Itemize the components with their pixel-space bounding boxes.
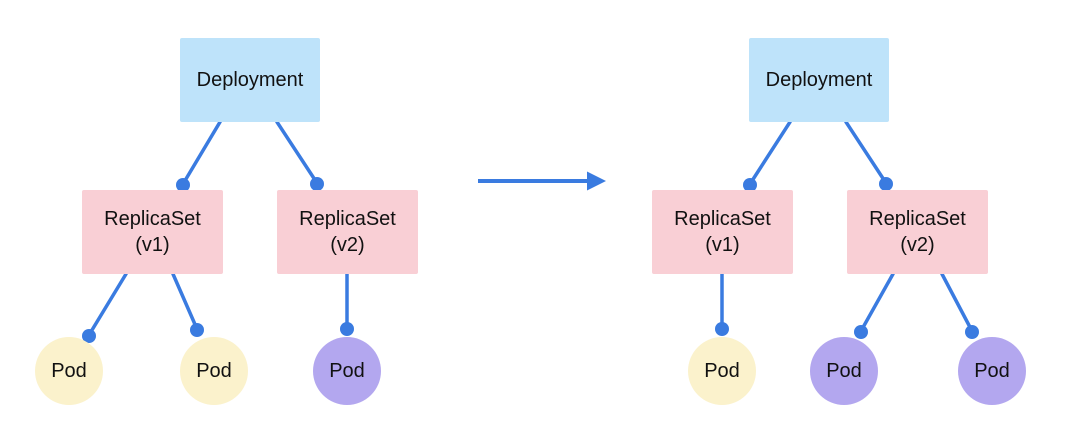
edge-left-rs1-pod1 <box>87 272 128 337</box>
edge-dot-right-pod2 <box>854 325 868 339</box>
right-pod-1-label: Pod <box>704 359 740 382</box>
left-pod-3-label: Pod <box>329 359 365 382</box>
left-deployment-label: Deployment <box>196 69 304 91</box>
left-pod-2-node: Pod <box>180 337 248 405</box>
left-pod-1-node: Pod <box>35 337 103 405</box>
left-replicaset-v2-label: ReplicaSet <box>299 208 396 230</box>
edge-dot-right-pod3 <box>965 325 979 339</box>
edge-dot-right-pod1 <box>715 322 729 336</box>
edge-dot-right-rs2 <box>879 177 893 191</box>
right-replicaset-v1-label: ReplicaSet <box>674 208 771 230</box>
right-replicaset-v2-label: ReplicaSet <box>869 208 966 230</box>
right-pod-2-label: Pod <box>826 359 862 382</box>
right-deployment-label: Deployment <box>765 69 873 91</box>
right-pod-2-node: Pod <box>810 337 878 405</box>
left-replicaset-v2-version: (v2) <box>330 234 365 256</box>
edge-dot-left-rs2 <box>310 177 324 191</box>
transition-arrow-head <box>587 171 606 191</box>
right-replicaset-v1-node: ReplicaSet (v1) <box>652 190 793 274</box>
left-replicaset-v2-node: ReplicaSet (v2) <box>277 190 418 274</box>
edge-dot-left-pod2 <box>190 323 204 337</box>
right-pod-3-node: Pod <box>958 337 1026 405</box>
edge-right-deployment-rs1 <box>748 120 792 186</box>
left-replicaset-v1-label: ReplicaSet <box>104 208 201 230</box>
left-deployment-node: Deployment <box>180 38 320 122</box>
edge-left-deployment-rs2 <box>275 120 319 185</box>
left-pod-1-label: Pod <box>51 359 87 382</box>
edge-right-rs2-pod3 <box>940 272 974 333</box>
right-pod-3-label: Pod <box>974 359 1010 382</box>
right-replicaset-v2-node: ReplicaSet (v2) <box>847 190 988 274</box>
right-replicaset-v2-version: (v2) <box>900 234 935 256</box>
edge-right-deployment-rs2 <box>844 120 888 185</box>
right-replicaset-v1-version: (v1) <box>705 234 740 256</box>
left-replicaset-v1-version: (v1) <box>135 234 170 256</box>
edge-right-rs2-pod2 <box>859 272 895 333</box>
right-deployment-node: Deployment <box>749 38 889 122</box>
left-pod-3-node: Pod <box>313 337 381 405</box>
edge-dot-left-pod3 <box>340 322 354 336</box>
edge-left-deployment-rs1 <box>181 120 222 186</box>
right-pod-1-node: Pod <box>688 337 756 405</box>
left-replicaset-v1-node: ReplicaSet (v1) <box>82 190 223 274</box>
left-pod-2-label: Pod <box>196 359 232 382</box>
edge-left-rs1-pod2 <box>171 272 199 331</box>
